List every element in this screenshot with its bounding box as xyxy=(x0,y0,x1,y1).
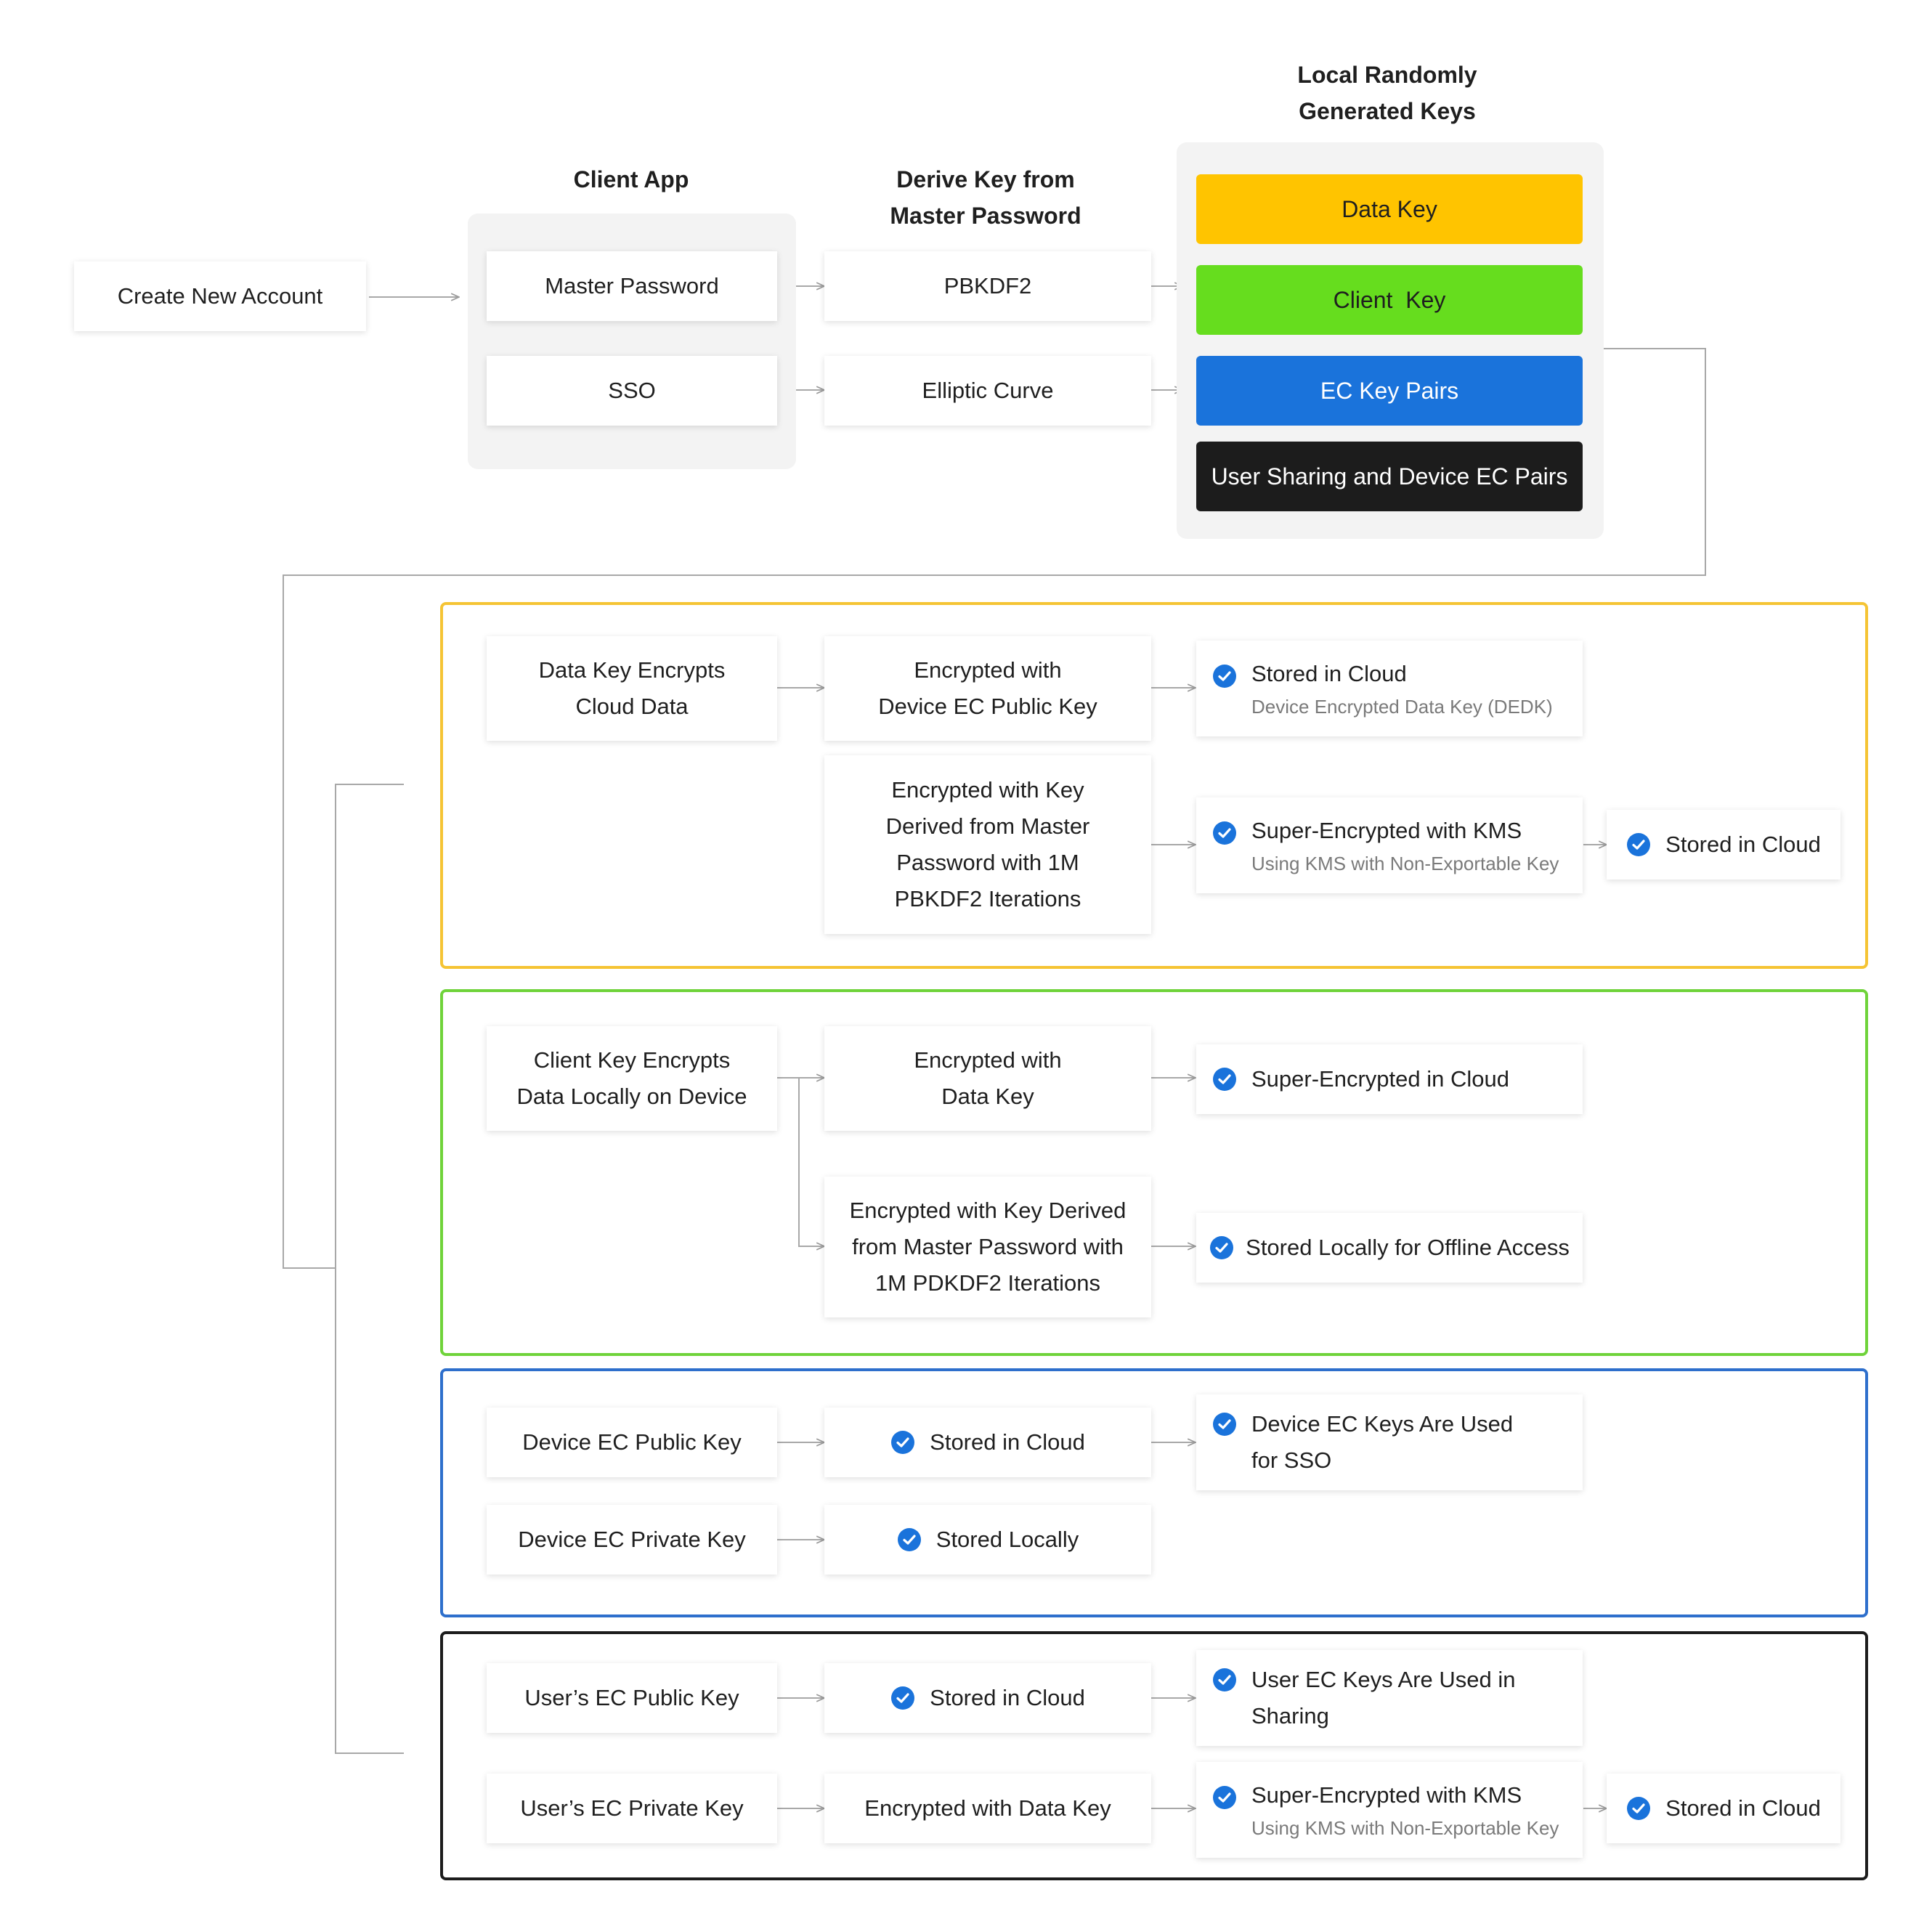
user-ec-keys-sharing-box: User EC Keys Are Used in Sharing xyxy=(1196,1650,1583,1746)
header-local-keys: Local Randomly Generated Keys xyxy=(1242,57,1533,129)
super-encrypted-in-cloud-box: Super-Encrypted in Cloud xyxy=(1196,1044,1583,1114)
data-key-bar: Data Key xyxy=(1196,174,1583,244)
check-circle-icon xyxy=(1209,1235,1234,1260)
user-stored-in-cloud-final-box: Stored in Cloud xyxy=(1607,1774,1840,1843)
encrypted-with-master-derived-key-box-2: Encrypted with Key Derived from Master P… xyxy=(824,1177,1151,1317)
check-circle-icon xyxy=(1212,1668,1237,1692)
user-encrypted-with-data-key-box: Encrypted with Data Key xyxy=(824,1774,1151,1843)
header-local-keys-line-2: Generated Keys xyxy=(1299,98,1476,124)
user-super-encrypted-kms-box: Super-Encrypted with KMS Using KMS with … xyxy=(1196,1762,1583,1858)
user-ec-private-key-box: User’s EC Private Key xyxy=(487,1774,777,1843)
client-key-encrypts-data-box: Client Key Encrypts Data Locally on Devi… xyxy=(487,1026,777,1131)
user-ec-public-key-box: User’s EC Public Key xyxy=(487,1663,777,1733)
user-sharing-group xyxy=(440,1631,1868,1880)
stored-in-cloud-final-box: Stored in Cloud xyxy=(1607,810,1840,880)
check-circle-icon xyxy=(1626,832,1651,857)
header-derive-key-line-1: Derive Key from xyxy=(896,166,1075,192)
pbkdf2-box: PBKDF2 xyxy=(824,251,1151,321)
header-derive-key-line-2: Master Password xyxy=(890,203,1081,229)
stored-in-cloud-dedk-box: Stored in Cloud Device Encrypted Data Ke… xyxy=(1196,641,1583,736)
check-circle-icon xyxy=(1212,821,1237,845)
client-key-group xyxy=(440,989,1868,1356)
elliptic-curve-box: Elliptic Curve xyxy=(824,356,1151,426)
create-new-account-box: Create New Account xyxy=(74,261,366,331)
check-circle-icon xyxy=(1212,1412,1237,1437)
stored-locally-offline-box: Stored Locally for Offline Access xyxy=(1196,1213,1583,1283)
check-circle-icon xyxy=(890,1430,915,1455)
master-password-box: Master Password xyxy=(487,251,777,321)
device-ec-keys-sso-box: Device EC Keys Are Used for SSO xyxy=(1196,1394,1583,1490)
check-circle-icon xyxy=(1626,1796,1651,1821)
ec-key-pairs-bar: EC Key Pairs xyxy=(1196,356,1583,426)
device-stored-locally-box: Stored Locally xyxy=(824,1505,1151,1575)
device-stored-in-cloud-box: Stored in Cloud xyxy=(824,1408,1151,1477)
header-derive-key: Derive Key from Master Password xyxy=(840,161,1131,234)
check-circle-icon xyxy=(1212,1067,1237,1092)
encrypted-with-master-derived-key-box: Encrypted with Key Derived from Master P… xyxy=(824,755,1151,934)
encrypted-with-data-key-box: Encrypted with Data Key xyxy=(824,1026,1151,1131)
data-key-group xyxy=(440,602,1868,969)
client-key-bar: Client Key xyxy=(1196,265,1583,335)
ec-key-pairs-group xyxy=(440,1368,1868,1617)
device-ec-private-key-box: Device EC Private Key xyxy=(487,1505,777,1575)
data-key-encrypts-cloud-data-box: Data Key Encrypts Cloud Data xyxy=(487,636,777,741)
check-circle-icon xyxy=(897,1527,922,1552)
header-client-app: Client App xyxy=(573,166,689,192)
check-circle-icon xyxy=(1212,664,1237,689)
sso-box: SSO xyxy=(487,356,777,426)
user-stored-in-cloud-box: Stored in Cloud xyxy=(824,1663,1151,1733)
header-local-keys-line-1: Local Randomly xyxy=(1297,62,1477,88)
check-circle-icon xyxy=(1212,1785,1237,1810)
check-circle-icon xyxy=(890,1686,915,1710)
device-ec-public-key-box: Device EC Public Key xyxy=(487,1408,777,1477)
super-encrypted-kms-box: Super-Encrypted with KMS Using KMS with … xyxy=(1196,797,1583,893)
user-sharing-device-ec-pairs-bar: User Sharing and Device EC Pairs xyxy=(1196,442,1583,511)
encrypted-with-device-ec-public-key-box: Encrypted with Device EC Public Key xyxy=(824,636,1151,741)
